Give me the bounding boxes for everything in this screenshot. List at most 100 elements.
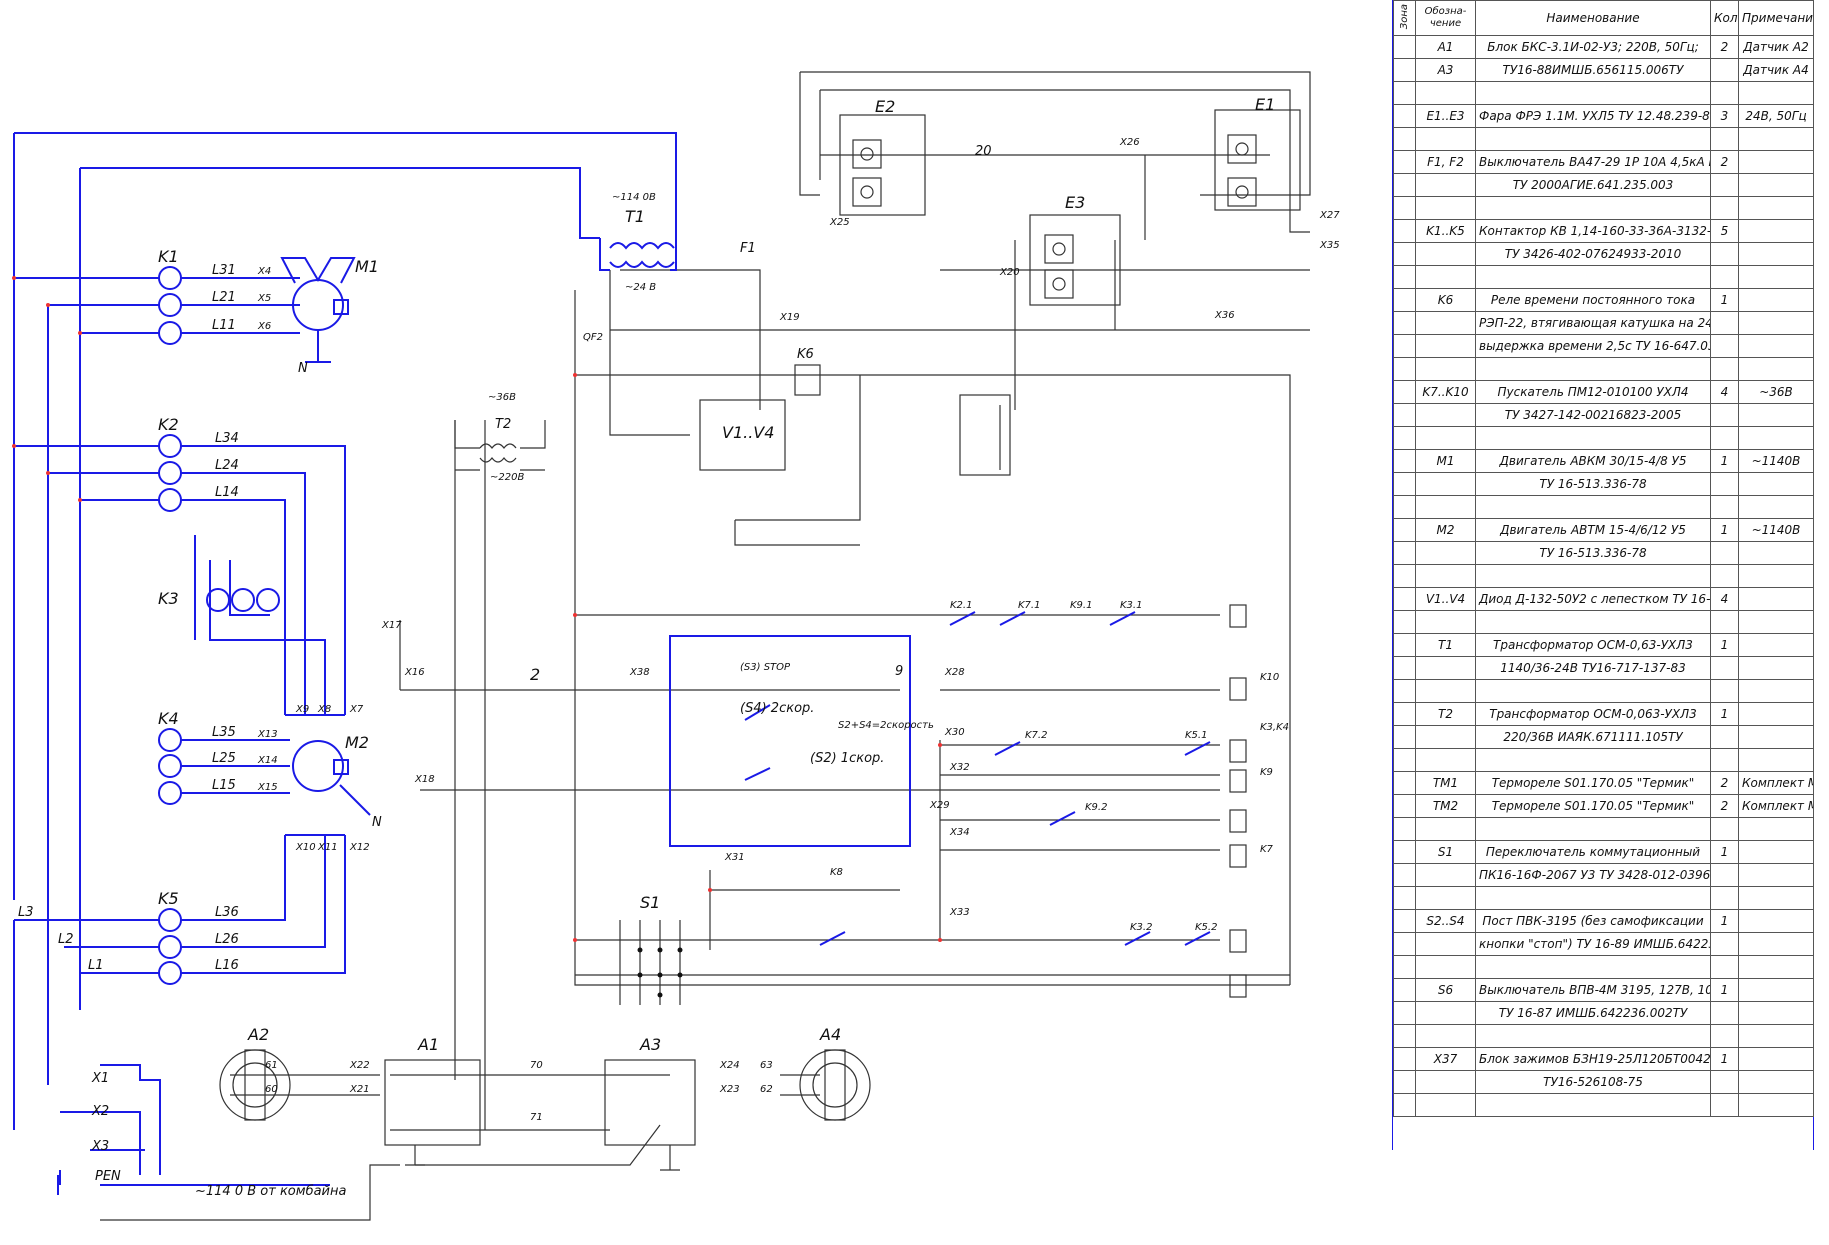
bom-cell-name — [1475, 127, 1711, 151]
bom-cell-note: Комплект M1 — [1738, 771, 1814, 795]
label-x6: X6 — [257, 321, 271, 332]
bom-cell-name — [1475, 81, 1711, 105]
bom-cell-zone — [1393, 472, 1416, 496]
bom-cell-zone — [1393, 909, 1416, 933]
label-k3k4: K3,K4 — [1260, 722, 1289, 733]
bom-cell-note — [1738, 633, 1814, 657]
bom-cell-qty — [1710, 1070, 1739, 1094]
label-l2: L2 — [58, 932, 74, 947]
bom-cell-note — [1738, 196, 1814, 220]
wiring-schematic: K1 K2 K3 K4 K5 M1 M2 L31 L21 L11 L34 L24… — [12, 71, 1340, 1221]
label-qf2: QF2 — [583, 332, 603, 343]
bom-cell-note — [1738, 311, 1814, 335]
bom-cell-zone — [1393, 58, 1416, 82]
bom-header-note: Примечание — [1738, 0, 1814, 36]
label-x38: X38 — [629, 667, 650, 678]
bom-cell-qty — [1710, 472, 1739, 496]
bom-cell-zone — [1393, 656, 1416, 680]
bom-cell-qty — [1710, 886, 1739, 910]
bom-cell-note — [1738, 863, 1814, 887]
bom-cell-zone — [1393, 196, 1416, 220]
label-x28: X28 — [944, 667, 965, 678]
k3-pole-1 — [206, 588, 230, 612]
label-supply: ~114 0 В от комбайна — [195, 1184, 346, 1199]
bom-cell-qty — [1710, 265, 1739, 289]
bom-cell-note — [1738, 748, 1814, 772]
label-wire-70: 70 — [530, 1060, 543, 1071]
label-a1: A1 — [417, 1035, 439, 1054]
label-k6: K6 — [797, 347, 814, 362]
label-x14: X14 — [257, 755, 278, 766]
label-v1v4: V1..V4 — [722, 423, 774, 442]
table-row — [1393, 127, 1814, 151]
bom-cell-zone — [1393, 610, 1416, 634]
label-t2: T2 — [495, 417, 511, 432]
bom-cell-note — [1738, 426, 1814, 450]
k3-pole-3 — [256, 588, 280, 612]
bom-cell-qty — [1710, 81, 1739, 105]
bom-cell-name: ТУ 3426-402-07624933-2010 — [1475, 242, 1711, 266]
label-x4: X4 — [257, 266, 271, 277]
junction-dots — [12, 276, 942, 942]
k6-relay-coil — [794, 364, 821, 396]
bom-cell-name — [1475, 1093, 1711, 1117]
label-x10: X10 — [295, 842, 316, 853]
bom-cell-designation — [1415, 127, 1476, 151]
a3-block — [604, 1059, 696, 1146]
power-wiring — [13, 132, 677, 1195]
label-x2: X2 — [91, 1104, 109, 1119]
label-t2-voltage: ~36В — [488, 392, 516, 403]
k2-pole-2 — [158, 461, 182, 485]
bom-cell-name: Двигатель АВТМ 15-4/6/12 У5 — [1475, 518, 1711, 542]
bom-cell-designation: A1 — [1415, 35, 1476, 59]
table-row — [1393, 495, 1814, 519]
bom-cell-name: Переключатель коммутационный — [1475, 840, 1711, 864]
bom-cell-name — [1475, 265, 1711, 289]
bom-cell-qty: 2 — [1710, 150, 1739, 174]
bom-cell-qty: 2 — [1710, 771, 1739, 795]
label-k92: K9.2 — [1085, 802, 1107, 813]
bom-cell-qty — [1710, 1093, 1739, 1117]
bom-cell-note — [1738, 334, 1814, 358]
label-k1: K1 — [158, 247, 179, 266]
bom-cell-designation — [1415, 472, 1476, 496]
label-m1: M1 — [355, 257, 379, 276]
label-t1: T1 — [625, 207, 645, 226]
bom-cell-qty — [1710, 403, 1739, 427]
label-wire-71: 71 — [530, 1112, 543, 1123]
bom-cell-designation: S1 — [1415, 840, 1476, 864]
bom-cell-qty — [1710, 426, 1739, 450]
bom-cell-name: РЭП-22, втягивающая катушка на 24В, — [1475, 311, 1711, 335]
k4-pole-2 — [158, 754, 182, 778]
bom-cell-designation — [1415, 403, 1476, 427]
bom-cell-designation: V1..V4 — [1415, 587, 1476, 611]
bom-cell-note — [1738, 288, 1814, 312]
label-a4: A4 — [819, 1025, 841, 1044]
bom-cell-designation: S6 — [1415, 978, 1476, 1002]
bom-cell-qty: 1 — [1710, 909, 1739, 933]
bom-cell-designation — [1415, 610, 1476, 634]
bom-cell-note: Датчик А4 — [1738, 58, 1814, 82]
label-x15: X15 — [257, 782, 278, 793]
bom-cell-note — [1738, 495, 1814, 519]
k1-pole-2 — [158, 293, 182, 317]
label-l11: L11 — [212, 318, 236, 333]
label-x36: X36 — [1214, 310, 1235, 321]
bom-cell-note — [1738, 265, 1814, 289]
bom-cell-zone — [1393, 288, 1416, 312]
bom-cell-qty — [1710, 1001, 1739, 1025]
bom-cell-note — [1738, 955, 1814, 979]
control-post-box — [669, 635, 911, 847]
label-x33: X33 — [949, 907, 970, 918]
bom-cell-name — [1475, 679, 1711, 703]
bom-cell-name: Блок БКС-3.1И-02-У3; 220В, 50Гц; — [1475, 35, 1711, 59]
rectifier-bridge — [699, 399, 786, 471]
bom-cell-name: 1140/36-24В ТУ16-717-137-83 — [1475, 656, 1711, 680]
bom-cell-name: выдержка времени 2,5с ТУ 16-647.030-85 — [1475, 334, 1711, 358]
bom-cell-note — [1738, 932, 1814, 956]
